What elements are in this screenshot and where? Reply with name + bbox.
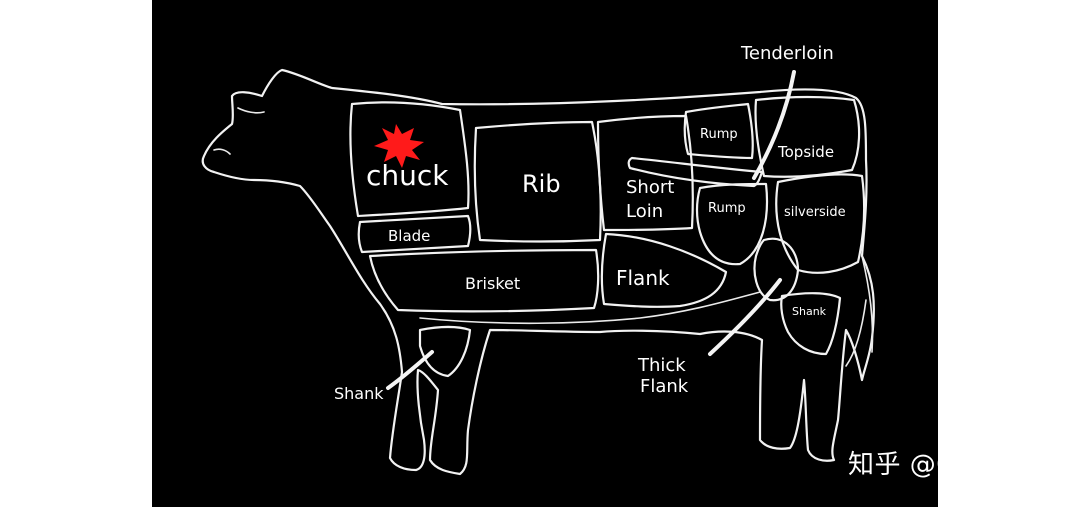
label-rump-lower: Rump: [708, 201, 746, 216]
tenderloin-strip: [627, 156, 764, 188]
label-short-loin-line2: Loin: [626, 201, 663, 222]
label-blade: Blade: [388, 227, 430, 245]
brisket-region: [368, 248, 600, 313]
watermark: 知乎 @Cora.Z: [848, 450, 1027, 480]
tenderloin-pointer: [752, 70, 796, 180]
label-topside: Topside: [777, 143, 834, 161]
label-tenderloin: Tenderloin: [740, 43, 834, 64]
label-shank-front: Shank: [334, 384, 384, 403]
rump-lower-region: [695, 182, 769, 266]
label-rib: Rib: [522, 170, 561, 198]
label-brisket: Brisket: [465, 274, 520, 293]
label-silverside: silverside: [784, 205, 846, 220]
topside-region: [754, 95, 861, 178]
label-thick-flank-line1: Thick: [637, 355, 686, 376]
cow-outline: [201, 68, 875, 476]
label-thick-flank-line2: Flank: [640, 376, 689, 397]
silverside-region: [775, 173, 866, 274]
flank-region: [600, 232, 728, 308]
cow-tail: [845, 255, 874, 367]
label-flank: Flank: [616, 266, 670, 290]
label-chuck: chuck: [366, 159, 449, 192]
rump-top-region: [683, 102, 754, 160]
label-shank-rear: Shank: [792, 305, 827, 318]
short-loin-region: [596, 114, 694, 232]
belly-line: [419, 291, 761, 325]
shank-rear-region: [780, 292, 842, 356]
thick-flank-region: [753, 237, 800, 302]
label-short-loin-line1: Short: [626, 177, 674, 198]
chuck-region: [349, 101, 470, 218]
cow-head-detail: [213, 107, 265, 155]
rib-region: [473, 120, 602, 243]
shank-front-pointer: [386, 350, 434, 390]
blade-region: [357, 214, 472, 254]
highlight-burst-icon: [374, 124, 424, 168]
label-rump-top: Rump: [700, 127, 738, 142]
thick-flank-pointer: [708, 278, 782, 356]
shank-front-region: [418, 325, 472, 378]
